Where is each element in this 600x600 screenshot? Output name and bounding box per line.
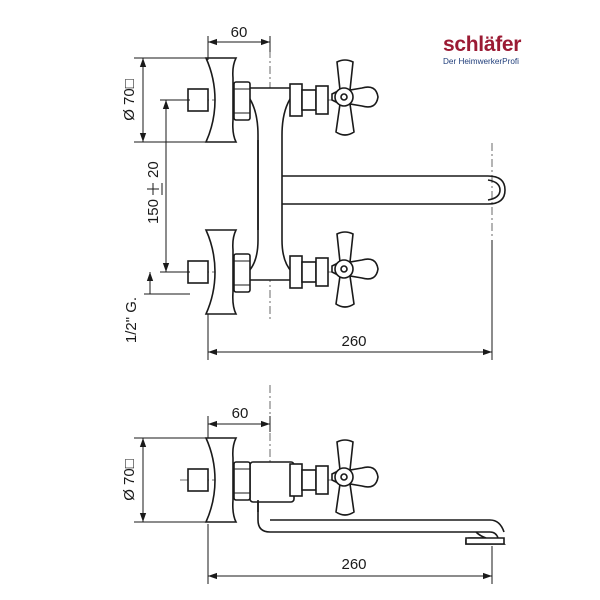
dim-front-diameter-label: Ø 70□ [121, 79, 138, 121]
dim-front-length-label: 260 [341, 333, 366, 350]
dim-front-260: 260 [207, 240, 493, 360]
dim-front-offset-label: 60 [231, 24, 248, 41]
dim-side-diameter-label: Ø 70□ [121, 459, 138, 501]
front-view: 60 Ø 70□ 150 20 1/2" G. [121, 24, 506, 360]
top-valve [187, 57, 379, 143]
escutcheon-side [204, 437, 238, 523]
dim-front-thread: 1/2" G. [123, 272, 190, 343]
dim-side-length-label: 260 [341, 556, 366, 573]
escutcheon-bottom [204, 229, 238, 315]
dim-front-60: 60 [207, 24, 271, 60]
brand-tagline: Der HeimwerkerProfi [443, 57, 519, 66]
dim-side-offset-label: 60 [232, 405, 249, 422]
dim-side-diameter: Ø 70□ [121, 437, 206, 523]
dim-front-spacing: 150 20 [145, 99, 190, 273]
side-valve [187, 437, 379, 523]
escutcheon-top [204, 57, 238, 143]
dim-side-60: 60 [207, 405, 271, 438]
cross-handle-top [331, 59, 379, 136]
cross-handle-bottom [331, 231, 379, 308]
dim-front-spacing-label: 150 [145, 199, 162, 224]
mixer-body [247, 87, 293, 281]
bottom-valve [187, 229, 379, 315]
dim-front-tolerance-label: 20 [145, 161, 162, 178]
brand-name: schläfer [443, 33, 522, 56]
side-view: 60 Ø 70□ 260 [121, 385, 506, 584]
dim-side-260: 260 [207, 524, 493, 584]
dim-front-diameter: Ø 70□ [121, 57, 206, 143]
brand-logo: schläfer Der HeimwerkerProfi [443, 34, 543, 68]
cross-handle-side [331, 439, 379, 516]
spout-side [257, 500, 506, 545]
dim-front-thread-label: 1/2" G. [123, 297, 140, 343]
spout [280, 175, 506, 205]
